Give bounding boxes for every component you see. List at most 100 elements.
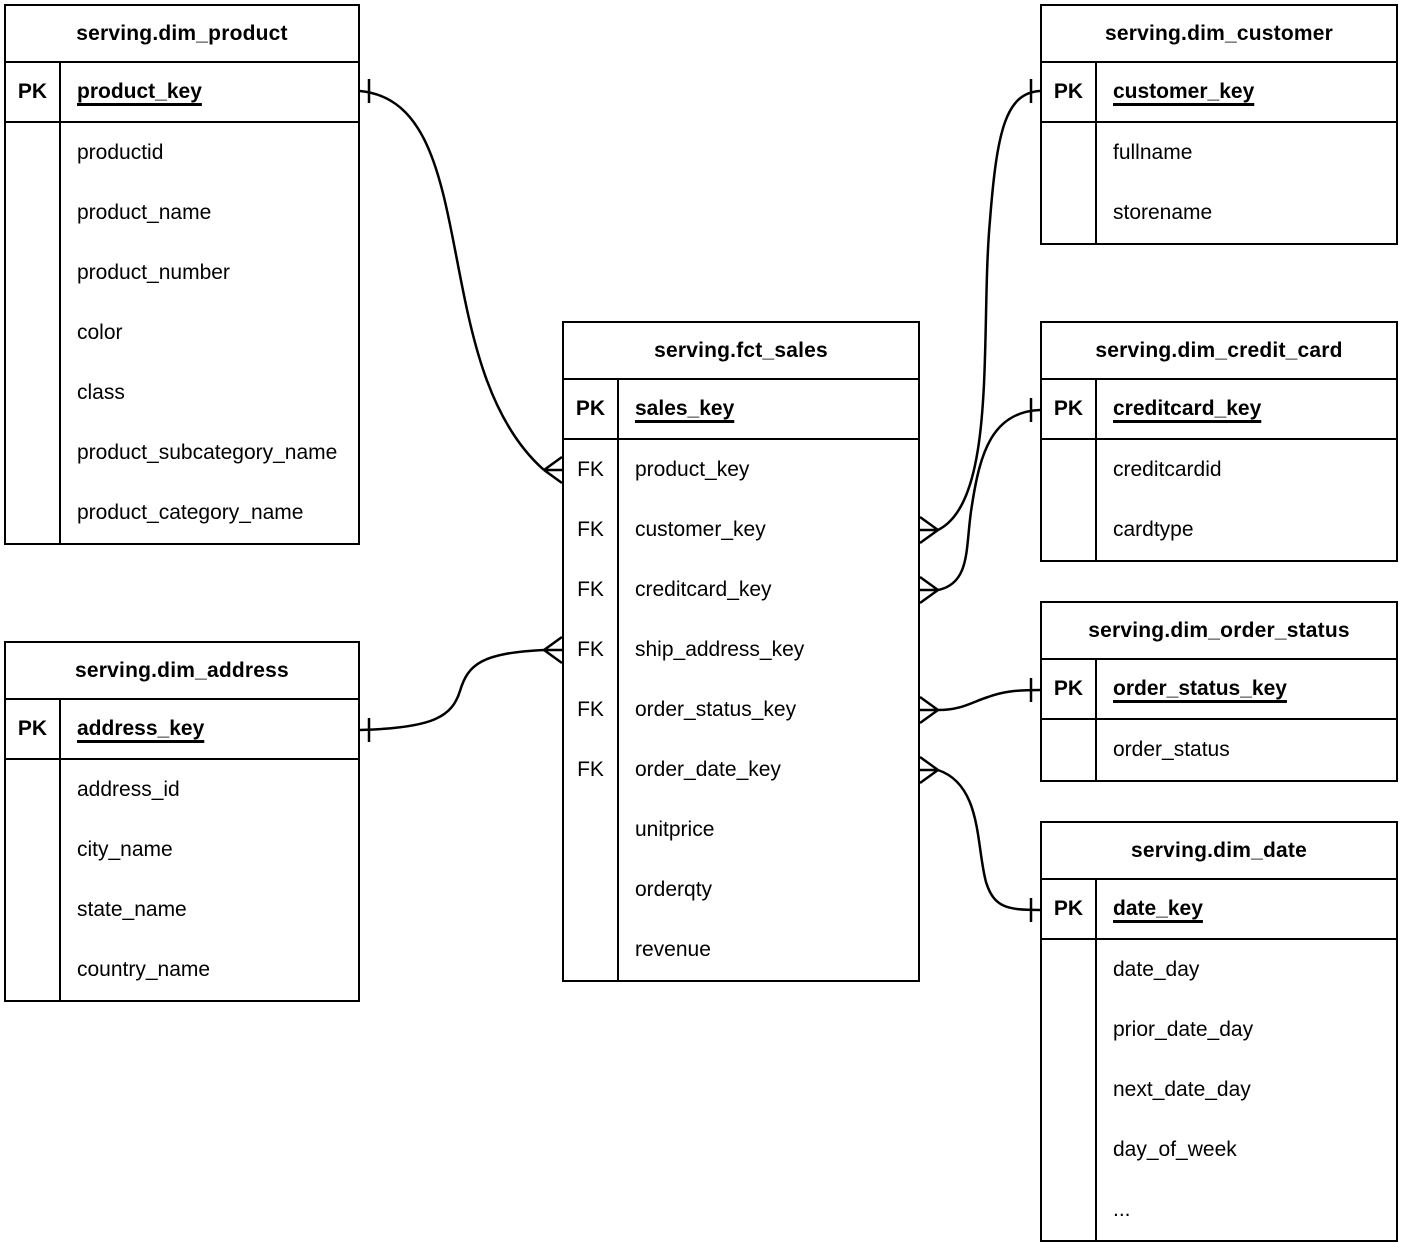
key-badge: PK [6, 700, 61, 758]
pk-row: PK sales_key [564, 380, 918, 440]
field-name: creditcard_key [635, 578, 772, 602]
field-name: day_of_week [1113, 1138, 1237, 1162]
pk-field-name: product_key [77, 80, 202, 104]
field-row: date_day [1042, 940, 1396, 1000]
relationship-sales-creditcard [919, 398, 1041, 605]
field-row: ... [1042, 1180, 1396, 1240]
field-row: FK ship_address_key [564, 620, 918, 680]
relationship-sales-address [359, 635, 563, 742]
key-badge: FK [564, 440, 619, 500]
field-row: unitprice [564, 800, 918, 860]
table-title: serving.dim_order_status [1042, 603, 1396, 660]
field-name: orderqty [635, 878, 713, 902]
field-name: productid [77, 141, 164, 165]
field-row: country_name [6, 940, 358, 1000]
field-row: product_category_name [6, 483, 358, 543]
field-row: state_name [6, 880, 358, 940]
relationship-sales-date [919, 755, 1041, 922]
key-badge [1042, 123, 1097, 183]
field-name: fullname [1113, 141, 1193, 165]
field-row: product_subcategory_name [6, 423, 358, 483]
field-name: storename [1113, 201, 1213, 225]
pk-field-name: order_status_key [1113, 677, 1287, 701]
field-name: product_number [77, 261, 230, 285]
pk-field-name: creditcard_key [1113, 397, 1262, 421]
key-badge [1042, 1120, 1097, 1180]
key-badge [1042, 1060, 1097, 1120]
key-badge [564, 800, 619, 860]
key-badge [1042, 183, 1097, 243]
field-name: cardtype [1113, 518, 1194, 542]
field-name: ... [1113, 1198, 1131, 1222]
field-name: order_date_key [635, 758, 781, 782]
key-badge [1042, 1180, 1097, 1240]
key-badge: FK [564, 680, 619, 740]
table-title: serving.dim_product [6, 6, 358, 63]
pk-field-name: date_key [1113, 897, 1203, 921]
key-badge [6, 880, 61, 940]
relationship-sales-product [359, 79, 563, 485]
field-row: cardtype [1042, 500, 1396, 560]
field-name: class [77, 381, 125, 405]
key-badge [6, 183, 61, 243]
field-row: creditcardid [1042, 440, 1396, 500]
crow-foot-many-icon [543, 455, 563, 485]
key-badge: PK [1042, 380, 1097, 438]
key-badge: FK [564, 560, 619, 620]
pk-row: PK order_status_key [1042, 660, 1396, 720]
key-badge: FK [564, 620, 619, 680]
pk-field-name: sales_key [635, 397, 735, 421]
field-name: country_name [77, 958, 211, 982]
crow-foot-many-icon [919, 575, 939, 605]
crow-foot-many-icon [919, 515, 939, 545]
field-row: order_status [1042, 720, 1396, 780]
field-name: creditcardid [1113, 458, 1222, 482]
field-row: product_number [6, 243, 358, 303]
key-badge [6, 123, 61, 183]
field-name: ship_address_key [635, 638, 805, 662]
field-row: fullname [1042, 123, 1396, 183]
field-row: city_name [6, 820, 358, 880]
field-name: unitprice [635, 818, 715, 842]
field-row: next_date_day [1042, 1060, 1396, 1120]
key-badge [6, 940, 61, 1000]
key-badge: PK [1042, 880, 1097, 938]
field-row: FK creditcard_key [564, 560, 918, 620]
relationship-sales-orderstatus [919, 678, 1041, 725]
key-badge [6, 760, 61, 820]
key-badge [6, 820, 61, 880]
key-badge: PK [1042, 660, 1097, 718]
field-row: address_id [6, 760, 358, 820]
field-row: day_of_week [1042, 1120, 1396, 1180]
field-name: address_id [77, 778, 180, 802]
key-badge: PK [564, 380, 619, 438]
table-title: serving.dim_customer [1042, 6, 1396, 63]
key-badge [6, 363, 61, 423]
pk-field-name: address_key [77, 717, 205, 741]
table-title: serving.dim_credit_card [1042, 323, 1396, 380]
key-badge [6, 303, 61, 363]
field-name: prior_date_day [1113, 1018, 1254, 1042]
key-badge [1042, 940, 1097, 1000]
field-name: next_date_day [1113, 1078, 1251, 1102]
table-title: serving.dim_date [1042, 823, 1396, 880]
field-row: orderqty [564, 860, 918, 920]
key-badge [1042, 1000, 1097, 1060]
field-row: prior_date_day [1042, 1000, 1396, 1060]
key-badge [6, 483, 61, 543]
pk-row: PK creditcard_key [1042, 380, 1396, 440]
key-badge: FK [564, 500, 619, 560]
relationship-sales-customer [919, 79, 1041, 545]
